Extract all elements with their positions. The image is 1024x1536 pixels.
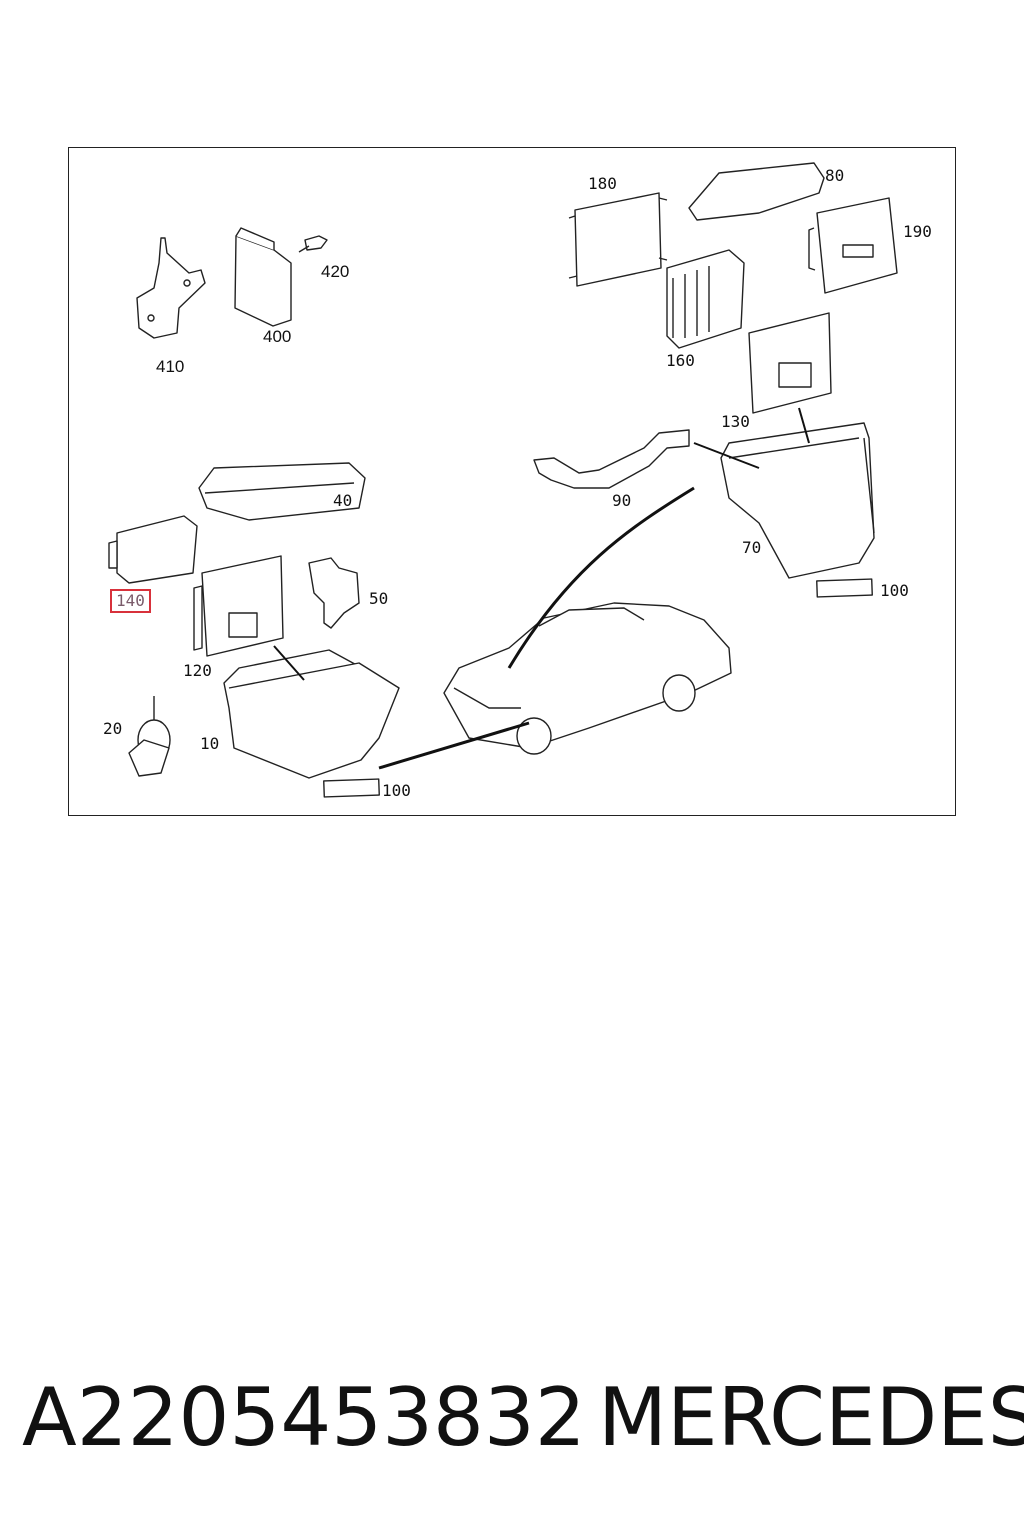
ecu-140-part xyxy=(108,515,198,584)
leader-arrow-130 xyxy=(798,407,810,444)
car-illustration xyxy=(443,602,732,755)
callout-90: 90 xyxy=(612,491,632,510)
callout-190: 190 xyxy=(903,222,932,241)
callout-70: 70 xyxy=(742,538,762,557)
callout-420: 420 xyxy=(321,262,350,281)
callout-160: 160 xyxy=(666,351,695,370)
callout-80: 80 xyxy=(825,166,845,185)
callout-400: 400 xyxy=(263,327,292,346)
part-number: A2205453832 xyxy=(22,1371,586,1464)
callout-180: 180 xyxy=(588,174,617,193)
callout-100-upper: 100 xyxy=(880,581,909,600)
ecu-160-part xyxy=(666,249,745,349)
ecu-120-part xyxy=(193,555,284,657)
callout-40: 40 xyxy=(333,491,353,510)
callout-10: 10 xyxy=(200,734,220,753)
screw-420-part xyxy=(298,235,328,253)
module-400-part xyxy=(234,227,292,327)
ecu-180-part xyxy=(568,192,668,287)
leader-arrow-90 xyxy=(693,442,760,469)
housing-70-part xyxy=(720,422,875,579)
ecu-130-part xyxy=(748,312,832,414)
ecu-190-part xyxy=(808,197,898,294)
callout-120: 120 xyxy=(183,661,212,680)
filter-100-upper-part xyxy=(816,578,873,598)
relay-50-part xyxy=(308,557,360,629)
bracket-410-part xyxy=(136,237,206,339)
callout-130: 130 xyxy=(721,412,750,431)
callout-410: 410 xyxy=(156,357,185,376)
parts-diagram: 410 400 420 180 80 190 160 130 90 40 140… xyxy=(68,147,956,816)
callout-50: 50 xyxy=(369,589,389,608)
filter-100-lower-part xyxy=(323,778,380,798)
cover-80-part xyxy=(688,162,825,221)
housing-10-part xyxy=(223,649,400,779)
callout-20: 20 xyxy=(103,719,123,738)
diagram-artwork xyxy=(108,162,898,798)
cover-40-part xyxy=(198,462,366,521)
brand-name: MERCEDES xyxy=(598,1371,1024,1464)
leader-arrow-120 xyxy=(273,645,305,681)
callout-140-highlighted[interactable]: 140 xyxy=(110,589,151,613)
duct-90-part xyxy=(533,429,690,489)
connector-line-lower xyxy=(378,721,530,770)
callout-100-lower: 100 xyxy=(382,781,411,800)
pump-20-part xyxy=(128,696,171,777)
connector-line-upper xyxy=(507,486,695,669)
